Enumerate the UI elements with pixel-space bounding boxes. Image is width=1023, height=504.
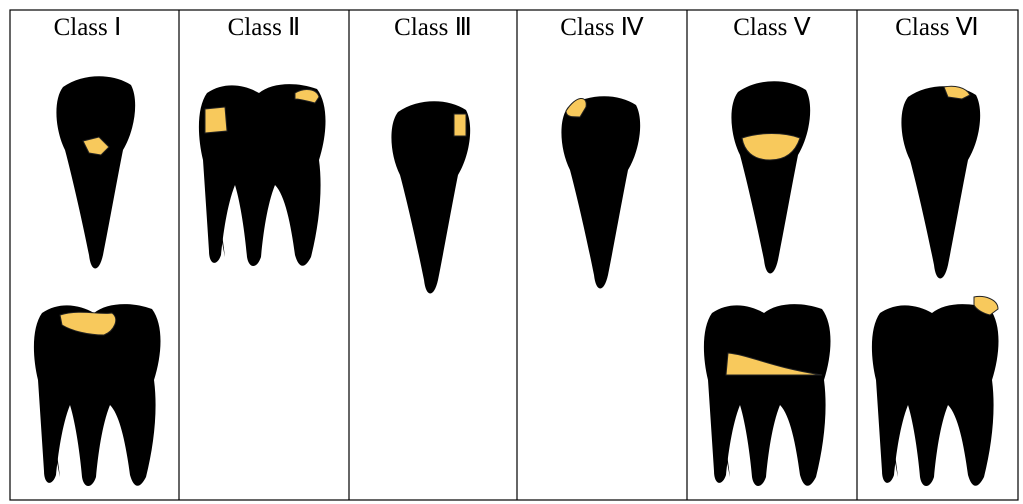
class-5-incisor xyxy=(731,81,810,273)
class-6-molar xyxy=(872,297,999,487)
class-1-incisor xyxy=(56,76,135,268)
class-3-incisor-cavity xyxy=(454,114,466,136)
class-4-incisor xyxy=(561,96,640,288)
table-border xyxy=(10,10,1018,500)
class-6-incisor xyxy=(901,86,980,278)
class-3-incisor xyxy=(391,101,470,293)
class-5-molar xyxy=(704,304,831,486)
class-1-molar xyxy=(34,304,161,486)
class-2-molar xyxy=(199,84,326,266)
class-6-incisor-cavity xyxy=(944,86,970,99)
class-2-molar-cavity-mesial xyxy=(205,107,227,133)
